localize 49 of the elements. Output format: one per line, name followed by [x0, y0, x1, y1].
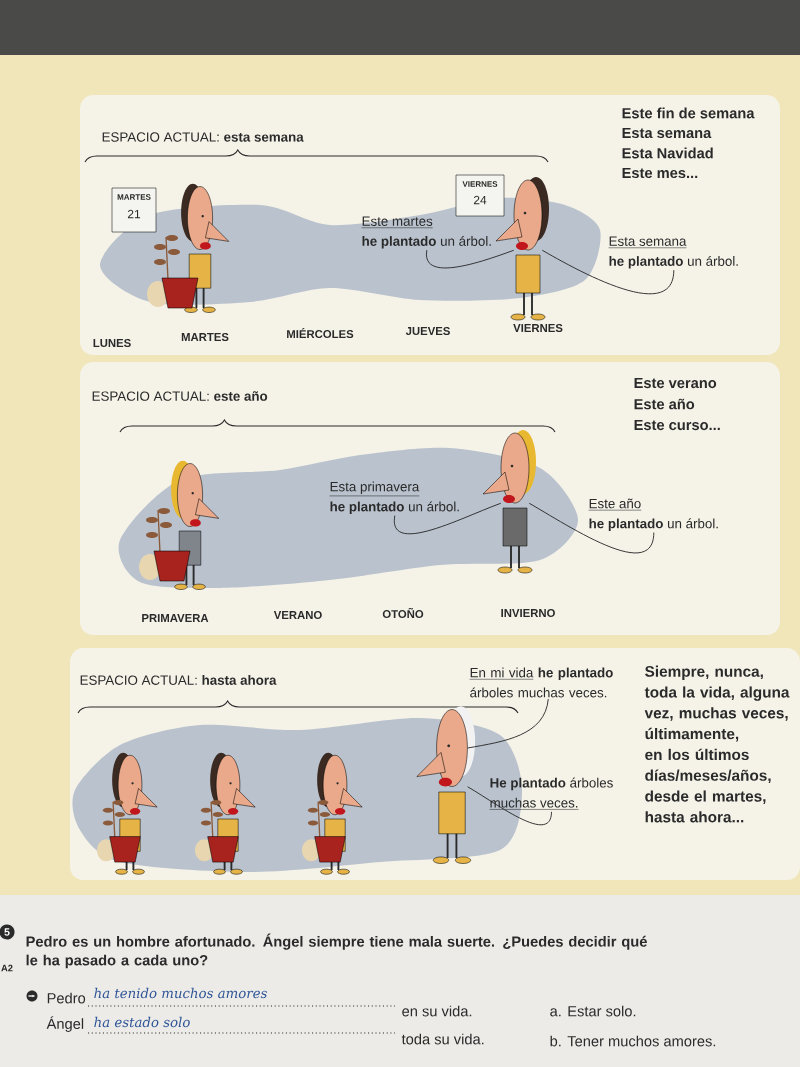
sentence-ending: toda su vida.: [401, 1033, 484, 1045]
panel-heading: ESPACIO ACTUAL: hasta ahora: [80, 675, 277, 685]
level-label: A2: [1, 964, 13, 972]
time-expression: Este fin de semana: [622, 107, 755, 119]
speech-text: Este martes he plantado un árbol.: [361, 216, 491, 249]
leader-line: [541, 249, 675, 295]
time-expression: Esta Navidad: [622, 147, 713, 159]
panel-heading: ESPACIO ACTUAL: esta semana: [102, 132, 304, 142]
answer-option: b. Tener muchos amores.: [550, 1035, 716, 1047]
sentence-ending: en su vida.: [402, 1005, 472, 1017]
season-label: VERANO: [273, 611, 322, 619]
season-label: OTOÑO: [382, 607, 424, 619]
panel-heading: ESPACIO ACTUAL: este año: [92, 391, 268, 401]
calendar-label: VIERNES: [462, 181, 498, 187]
day-label: JUEVES: [405, 327, 450, 335]
handwritten-answer: ha estado solo: [94, 1016, 190, 1028]
season-label: PRIMAVERA: [142, 614, 209, 622]
speech-text: He plantado árboles muchas veces.: [489, 777, 613, 810]
speech-text: Este año he plantado un árbol.: [588, 498, 718, 531]
speech-text: Esta primavera he plantado un árbol.: [329, 481, 459, 515]
name-label: Ángel: [46, 1016, 84, 1032]
answer-option: a. Estar solo.: [550, 1005, 636, 1017]
leader-line: [528, 502, 655, 554]
time-expression: Este año: [634, 398, 695, 410]
handwritten-answer: ha tenido muchos amores: [94, 987, 267, 999]
season-label: INVIERNO: [501, 609, 555, 617]
exercise-number: 5: [0, 924, 15, 940]
leader-line: [394, 502, 502, 535]
day-label: LUNES: [93, 339, 131, 347]
day-label: VIERNES: [513, 324, 563, 332]
time-expression: Esta semana: [622, 127, 712, 139]
name-label: Pedro: [47, 992, 86, 1004]
exercise-question: Pedro es un hombre afortunado. Ángel siempre tiene mala suerte. ¿Puedes decidir qué le ha pasado a cada uno?: [26, 933, 647, 969]
leader-line: [467, 698, 549, 749]
leader-line: [467, 786, 552, 826]
calendar-label: 24: [473, 195, 487, 205]
calendar-label: MARTES: [117, 194, 151, 200]
time-expression-list: Siempre, nunca, toda la vida, alguna vez, muchas veces, últimamente, en los últimos días/meses/años, desde el martes, hasta ahora...: [644, 665, 790, 823]
speech-text: Esta semana he plantado un árbol.: [608, 236, 738, 269]
calendar-label: 21: [127, 209, 141, 219]
person-drawing: [416, 706, 476, 864]
leader-line: [426, 249, 515, 269]
time-expression: Este curso...: [634, 419, 720, 431]
day-label: MARTES: [181, 333, 229, 341]
time-expression: Este verano: [634, 377, 717, 389]
time-expression: Este mes...: [622, 167, 698, 179]
speech-text: En mi vida he plantado árboles muchas veces.: [469, 667, 613, 698]
day-label: MIÉRCOLES: [287, 327, 354, 339]
person-drawing: [482, 430, 536, 574]
